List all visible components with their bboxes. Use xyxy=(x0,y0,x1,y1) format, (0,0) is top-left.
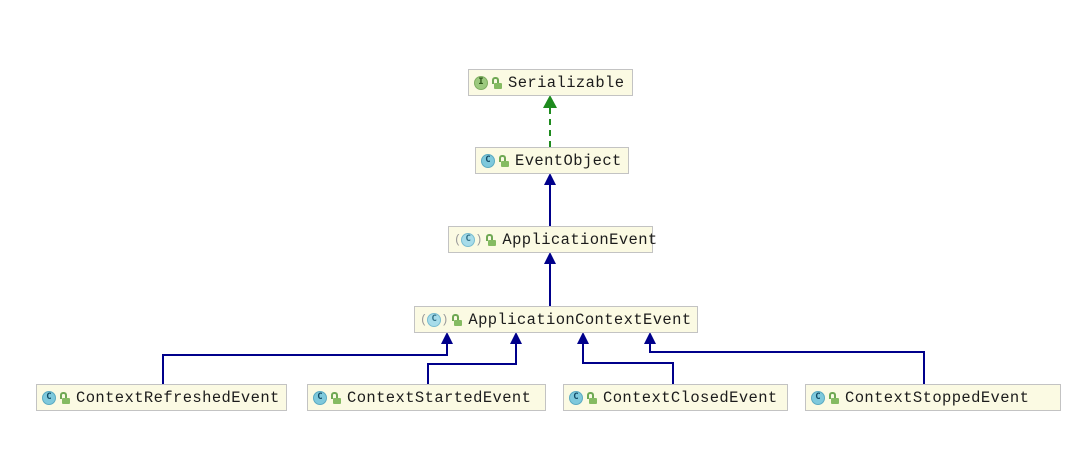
abstract-class-icon: ( C ) xyxy=(420,312,449,327)
class-name-label: ContextRefreshedEvent xyxy=(76,388,280,407)
class-name-label: ContextClosedEvent xyxy=(603,388,778,407)
public-lock-icon xyxy=(331,392,341,404)
extends-edge-segment xyxy=(923,351,925,384)
extends-edge-segment xyxy=(582,362,674,364)
extends-edge-segment xyxy=(515,344,517,365)
class-icon: C xyxy=(313,390,327,405)
class-icon: C xyxy=(811,390,825,405)
extends-arrowhead xyxy=(644,332,656,344)
node-applicationevent[interactable]: ( C ) ApplicationEvent xyxy=(448,226,657,253)
extends-arrowhead xyxy=(510,332,522,344)
extends-edge-stem xyxy=(549,264,551,306)
class-name-label: ContextStartedEvent xyxy=(347,388,532,407)
extends-arrowhead xyxy=(577,332,589,344)
node-contextclosedevent[interactable]: C ContextClosedEvent xyxy=(563,384,788,411)
class-name-label: Serializable xyxy=(508,73,625,92)
public-lock-icon xyxy=(829,392,839,404)
extends-arrowhead xyxy=(544,252,556,264)
extends-arrowhead xyxy=(544,173,556,185)
extends-edge-segment xyxy=(162,354,448,356)
extends-arrowhead xyxy=(441,332,453,344)
extends-edge-segment xyxy=(162,354,164,384)
implements-edge-stem xyxy=(549,108,551,147)
abstract-class-icon: ( C ) xyxy=(454,232,483,247)
public-lock-icon xyxy=(499,155,509,167)
extends-edge-segment xyxy=(446,344,448,356)
implements-arrowhead xyxy=(543,95,557,108)
class-name-label: ApplicationEvent xyxy=(502,230,658,249)
class-name-label: EventObject xyxy=(515,151,622,170)
extends-edge-segment xyxy=(672,362,674,384)
node-contextrefreshedevent[interactable]: C ContextRefreshedEvent xyxy=(36,384,287,411)
extends-edge-segment xyxy=(427,363,429,384)
node-eventobject[interactable]: C EventObject xyxy=(475,147,629,174)
extends-edge-segment xyxy=(649,351,925,353)
extends-edge-segment xyxy=(649,344,651,353)
public-lock-icon xyxy=(486,234,497,246)
interface-icon: I xyxy=(474,75,488,90)
class-icon: C xyxy=(569,390,583,405)
class-name-label: ContextStoppedEvent xyxy=(845,388,1030,407)
class-name-label: ApplicationContextEvent xyxy=(468,310,692,329)
public-lock-icon xyxy=(587,392,597,404)
node-serializable[interactable]: I Serializable xyxy=(468,69,633,96)
node-contextstartedevent[interactable]: C ContextStartedEvent xyxy=(307,384,546,411)
node-applicationcontextevent[interactable]: ( C ) ApplicationContextEvent xyxy=(414,306,698,333)
class-icon: C xyxy=(481,153,495,168)
extends-edge-stem xyxy=(549,185,551,226)
public-lock-icon xyxy=(492,77,502,89)
public-lock-icon xyxy=(60,392,70,404)
node-contextstoppedevent[interactable]: C ContextStoppedEvent xyxy=(805,384,1061,411)
extends-edge-segment xyxy=(427,363,517,365)
class-icon: C xyxy=(42,390,56,405)
public-lock-icon xyxy=(452,314,463,326)
extends-edge-segment xyxy=(582,344,584,364)
